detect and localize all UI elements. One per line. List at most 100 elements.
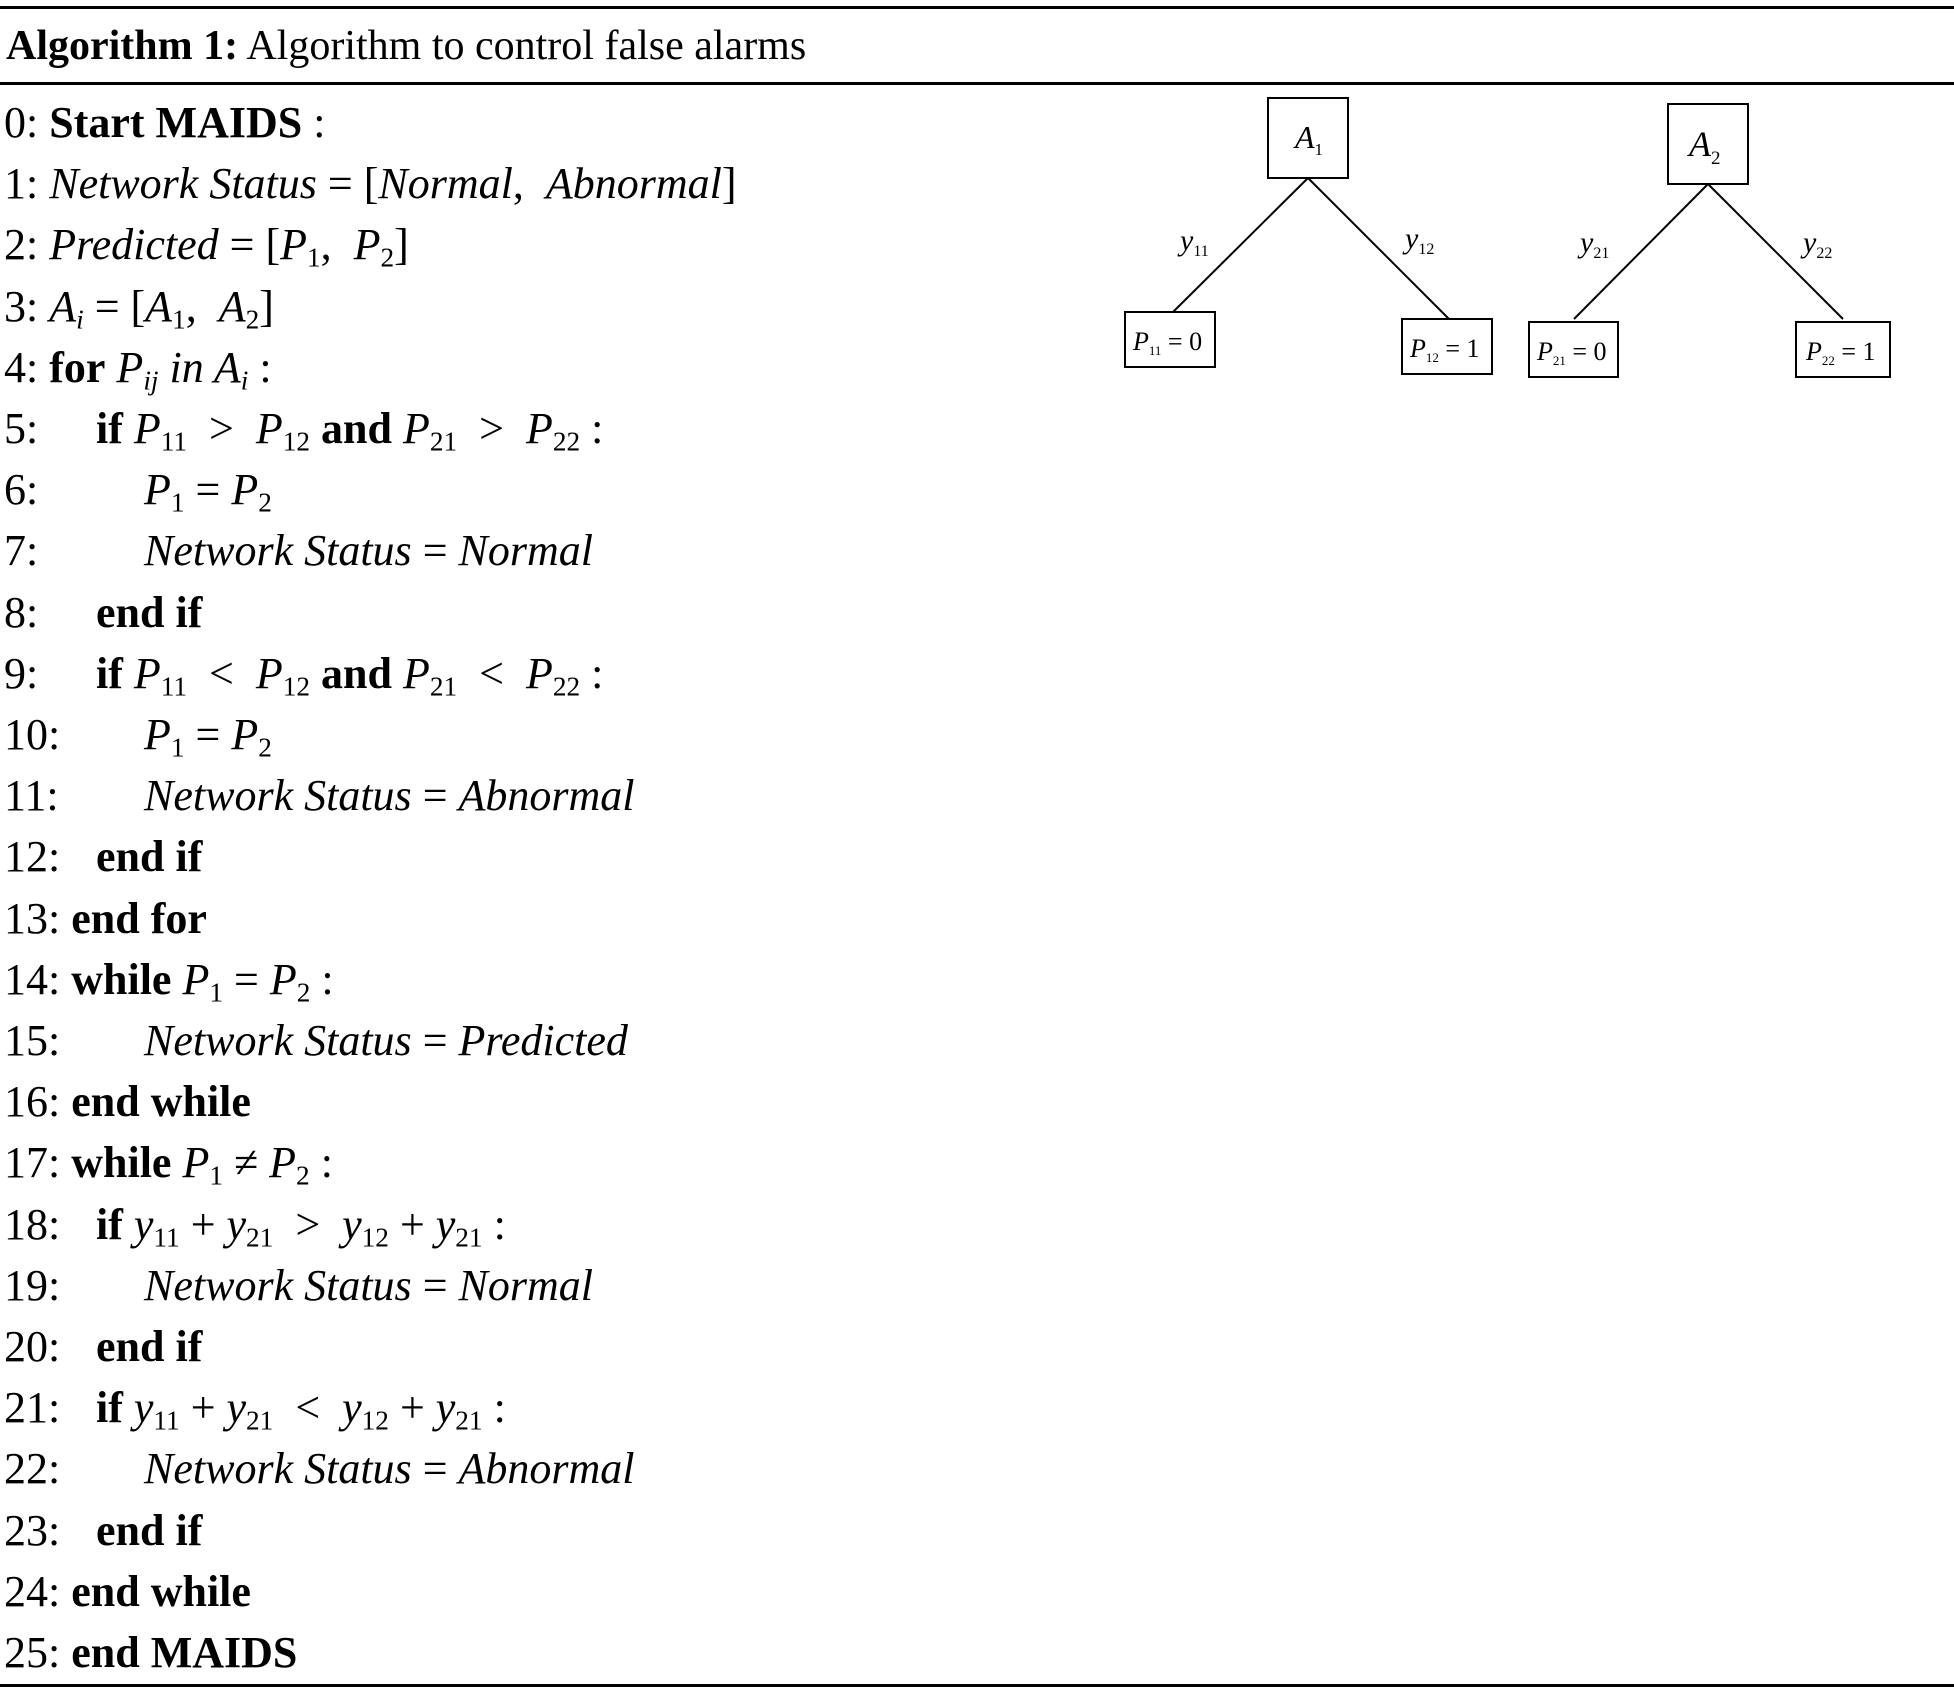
code-token: =	[184, 465, 232, 515]
line-number: 24:	[4, 1566, 61, 1616]
algorithm-line: 19: Network Status = Normal	[4, 1255, 593, 1316]
line-code: Predicted = [P1, P2]	[38, 220, 409, 271]
algorithm-line: 22:Network Status = Abnormal	[4, 1438, 635, 1499]
code-token	[60, 1138, 71, 1187]
code-token: 21	[246, 1222, 274, 1253]
code-token: P	[231, 710, 259, 759]
algorithm-line: 24: end while	[4, 1561, 251, 1622]
code-token: = [	[316, 159, 379, 209]
code-token: while	[71, 1138, 172, 1188]
code-token: :	[580, 404, 604, 453]
code-token: :	[580, 648, 604, 698]
algorithm-line: 6:P1 = P2	[4, 459, 272, 520]
line-number: 19:	[4, 1260, 61, 1310]
line-code: Network Status = Normal	[144, 1255, 593, 1316]
code-token: 22	[552, 671, 581, 702]
code-token: 12	[282, 671, 311, 702]
code-token: if	[96, 1199, 123, 1249]
code-token: Predicted	[49, 220, 219, 270]
line-code: if y11 + y21 > y12 + y21 :	[96, 1194, 506, 1255]
code-token: end for	[71, 893, 207, 943]
caption-label: Algorithm 1:	[6, 23, 239, 69]
code-token: = [	[218, 220, 281, 270]
code-token: =	[411, 1260, 459, 1310]
edge-a1-right	[1307, 177, 1450, 320]
code-token: :	[309, 1138, 333, 1188]
code-token: P	[133, 404, 161, 453]
decision-tree-diagram: A1 y11 y12 P11 = 0 P12 = 1 A2 y21 y22 P2…	[1124, 97, 1891, 378]
edge-label-y11: y11	[1177, 224, 1209, 260]
code-token: P	[144, 465, 171, 515]
code-token	[123, 1200, 134, 1249]
line-number: 13:	[4, 893, 61, 943]
code-token	[310, 404, 321, 453]
line-code: Network Status = [Normal, Abnormal]	[38, 159, 736, 208]
code-token: +	[388, 1383, 436, 1433]
code-token	[123, 404, 134, 453]
edge-label-y21: y21	[1577, 226, 1609, 262]
line-number: 11:	[4, 771, 59, 821]
code-token: 2	[296, 977, 311, 1008]
code-token: Abnormal	[458, 1444, 635, 1494]
line-number: 10:	[4, 710, 61, 759]
tree-a1: A1 y11 y12 P11 = 0 P12 = 1	[1124, 97, 1493, 375]
code-token: =	[223, 954, 270, 1004]
edge-label-y22: y22	[1800, 226, 1832, 262]
code-token: Network Status	[144, 526, 412, 576]
code-token: y	[133, 1383, 154, 1433]
line-code: end MAIDS	[60, 1628, 297, 1677]
code-token: end if	[96, 1322, 203, 1371]
code-token: Network Status	[144, 1016, 412, 1065]
code-token: =	[411, 771, 459, 821]
code-token: P	[116, 342, 144, 392]
leaf-node-p22	[1795, 321, 1891, 378]
code-token: Abnormal	[545, 159, 722, 209]
code-token: P	[231, 465, 259, 515]
code-token: ,	[512, 159, 546, 209]
code-token: ]	[259, 281, 274, 331]
code-token: :	[482, 1383, 506, 1433]
leaf-node-p11	[1124, 311, 1216, 368]
algorithm-line: 23:end if	[4, 1500, 202, 1561]
code-token: y	[226, 1383, 247, 1433]
algorithm-line: 13: end for	[4, 888, 207, 949]
code-token: Network Status	[144, 1444, 412, 1494]
line-number: 17:	[4, 1138, 61, 1188]
code-token: 12	[361, 1222, 389, 1253]
code-token: 1	[209, 1161, 223, 1192]
line-code: end for	[60, 894, 207, 943]
code-token: <	[187, 648, 256, 698]
algorithm-line: 17: while P1 ≠ P2 :	[4, 1132, 333, 1193]
line-code: while P1 = P2 :	[60, 954, 334, 1008]
code-token: P	[402, 648, 430, 698]
code-token: 11	[153, 1222, 180, 1253]
code-token: P	[182, 954, 210, 1004]
code-token	[60, 1077, 71, 1126]
line-code: end while	[60, 1567, 251, 1616]
algorithm-line: 15:Network Status = Predicted	[4, 1010, 628, 1071]
code-token: 1	[170, 487, 185, 518]
code-token: :	[310, 954, 334, 1004]
code-token: = [	[83, 281, 146, 331]
code-token	[60, 1628, 71, 1677]
code-token: P	[353, 220, 381, 270]
code-token: end while	[71, 1566, 251, 1616]
code-token	[38, 282, 49, 331]
leaf-p22-label: P22 = 1	[1805, 337, 1876, 368]
code-token: end MAIDS	[71, 1628, 298, 1677]
code-token: >	[187, 404, 256, 453]
code-token: 2	[258, 487, 272, 518]
code-token	[123, 1383, 134, 1432]
code-token: i	[240, 365, 249, 396]
algorithm-line: 12:end if	[4, 826, 202, 887]
code-token: ]	[394, 220, 409, 270]
code-token	[38, 98, 49, 147]
code-token: 21	[429, 426, 458, 457]
code-token: A	[145, 281, 173, 331]
line-code: end if	[96, 1316, 202, 1377]
code-token: Abnormal	[458, 771, 635, 821]
code-token: :	[302, 98, 326, 147]
line-number: 9:	[4, 648, 39, 698]
code-token: 11	[153, 1405, 180, 1436]
code-token: 11	[160, 671, 188, 702]
